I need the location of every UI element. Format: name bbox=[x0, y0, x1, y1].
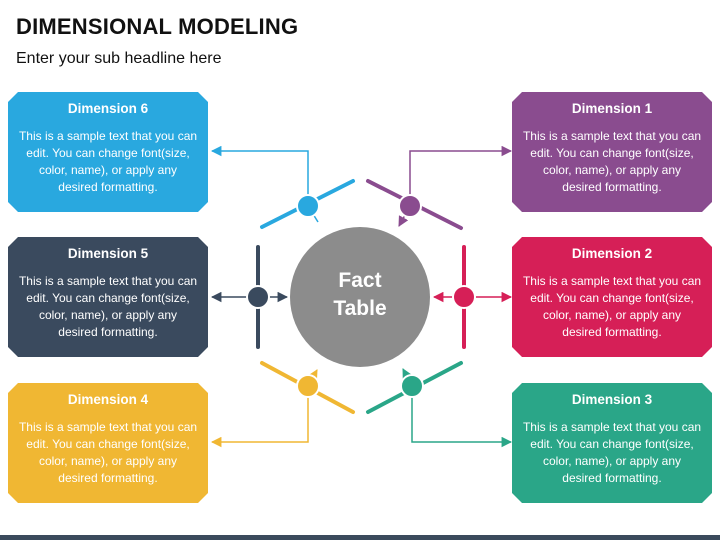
dimension-4-text: This is a sample text that you can edit.… bbox=[18, 420, 198, 485]
node-5 bbox=[246, 285, 270, 309]
page-title: DIMENSIONAL MODELING bbox=[16, 14, 299, 39]
dimension-3-card: Dimension 3 This is a sample text that y… bbox=[512, 383, 712, 503]
dimension-1-text: This is a sample text that you can edit.… bbox=[522, 129, 702, 194]
dimension-3-title: Dimension 3 bbox=[571, 392, 653, 407]
dimension-4-title: Dimension 4 bbox=[67, 392, 149, 407]
dimension-2-card: Dimension 2 This is a sample text that y… bbox=[512, 237, 712, 357]
dimension-4-card: Dimension 4 This is a sample text that y… bbox=[8, 383, 208, 503]
dimension-5-text: This is a sample text that you can edit.… bbox=[18, 274, 198, 339]
dimension-5-title: Dimension 5 bbox=[67, 246, 149, 261]
node-3 bbox=[400, 374, 424, 398]
footer-bar bbox=[0, 535, 720, 540]
dimension-5-card: Dimension 5 This is a sample text that y… bbox=[8, 237, 208, 357]
fact-table-label: Fact Table bbox=[290, 267, 430, 323]
dimension-3-text: This is a sample text that you can edit.… bbox=[522, 420, 702, 485]
connector-1-outer bbox=[409, 145, 513, 206]
connector-4-outer bbox=[210, 386, 309, 448]
node-6 bbox=[296, 194, 320, 218]
dimension-2-text: This is a sample text that you can edit.… bbox=[522, 274, 702, 339]
node-4 bbox=[296, 374, 320, 398]
dimension-6-title: Dimension 6 bbox=[67, 101, 149, 116]
dimension-1-card: Dimension 1 This is a sample text that y… bbox=[512, 92, 712, 212]
dimension-6-text: This is a sample text that you can edit.… bbox=[18, 129, 198, 194]
dimension-2-title: Dimension 2 bbox=[571, 246, 653, 261]
node-2 bbox=[452, 285, 476, 309]
connector-6-outer bbox=[210, 145, 309, 206]
connector-3-outer bbox=[411, 386, 513, 448]
page-subtitle: Enter your sub headline here bbox=[16, 50, 222, 67]
fact-table-line-1: Fact bbox=[338, 269, 382, 292]
dimension-1-title: Dimension 1 bbox=[571, 101, 653, 116]
node-1 bbox=[398, 194, 422, 218]
fact-table-hub bbox=[290, 227, 430, 367]
dimension-6-card: Dimension 6 This is a sample text that y… bbox=[8, 92, 208, 212]
fact-table-line-2: Table bbox=[333, 297, 387, 320]
